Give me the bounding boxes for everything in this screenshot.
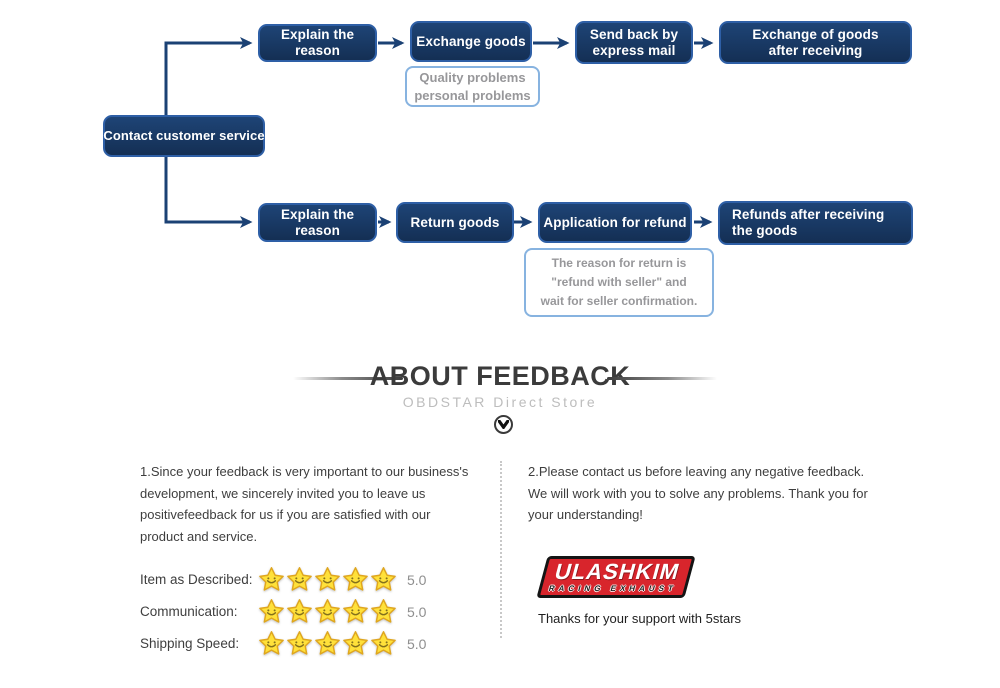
rating-row-communication: Communication: 5.0 (140, 598, 426, 625)
star-icon (259, 599, 284, 623)
flow-step-send-back: Send back by express mail (575, 21, 693, 64)
flow-step-application-for-refund: Application for refund (538, 202, 692, 243)
section-title: ABOUT FEEDBACK (369, 361, 631, 391)
flow-step-explain-reason-refund: Explain the reason (258, 203, 377, 242)
note-line: your understanding! (528, 507, 643, 522)
note-line: positivefeedback for us if you are satis… (140, 507, 431, 522)
star-icon (259, 567, 284, 591)
star-icon (287, 599, 312, 623)
note-line: wait for seller confirmation. (540, 294, 698, 308)
rating-label: Communication: (140, 604, 238, 619)
column-divider (500, 461, 502, 638)
note-line: Quality problems (419, 69, 526, 85)
store-logo: ULASHKIM RACING EXHAUST (536, 556, 696, 598)
rating-label: Item as Described: (140, 572, 253, 587)
star-rating (258, 566, 398, 593)
star-icon (343, 567, 368, 591)
store-name: OBDSTAR Direct Store (402, 394, 598, 410)
star-icon (371, 567, 396, 591)
logo-tagline: RACING EXHAUST (547, 584, 679, 593)
flow-note-refund-reason: The reason for return is "refund with se… (524, 248, 714, 317)
flow-connectors (164, 37, 714, 228)
note-line: We will work with you to solve any probl… (528, 485, 868, 501)
thanks-text: Thanks for your support with 5stars (538, 611, 742, 626)
star-rating (258, 630, 398, 657)
note-line: personal problems (414, 87, 531, 103)
rating-score: 5.0 (407, 571, 427, 588)
flow-step-exchange-goods: Exchange goods (410, 21, 532, 62)
star-icon (371, 599, 396, 623)
star-icon (343, 631, 368, 655)
flow-step-explain-reason-exchange: Explain the reason (258, 24, 377, 62)
rating-list: Item as Described: 5.0 Communication: (140, 566, 426, 662)
flow-step-return-goods: Return goods (396, 202, 514, 243)
star-rating (258, 598, 398, 625)
flow-note-exchange-reasons: Quality problems personal problems (405, 66, 540, 107)
feedback-note-left: 1.Since your feedback is very important … (140, 461, 468, 547)
star-icon (315, 567, 340, 591)
star-icon (315, 599, 340, 623)
logo-name: ULASHKIM (552, 559, 683, 584)
star-icon (315, 631, 340, 655)
star-icon (259, 631, 284, 655)
heading-rule-right (607, 377, 717, 380)
star-icon (343, 599, 368, 623)
note-line: 1.Since your feedback is very important … (140, 464, 469, 479)
chevron-down-icon (494, 415, 513, 434)
star-icon (287, 631, 312, 655)
feedback-note-right: 2.Please contact us before leaving any n… (528, 461, 868, 526)
rating-label: Shipping Speed: (140, 636, 240, 651)
note-line: development, we sincerely invited you to… (140, 485, 426, 501)
rating-row-item-as-described: Item as Described: 5.0 (140, 566, 426, 593)
heading-rule-left (293, 377, 403, 380)
rating-score: 5.0 (407, 635, 427, 652)
note-line: "refund with seller" and (551, 275, 687, 289)
flow-step-exchange-after-receiving: Exchange of goods after receiving (719, 21, 912, 64)
note-line: product and service. (140, 528, 258, 544)
note-line: The reason for return is (551, 256, 687, 270)
flow-step-refunds-after-receiving: Refunds after receiving the goods (718, 201, 913, 245)
note-line: 2.Please contact us before leaving any n… (528, 464, 865, 479)
rating-score: 5.0 (407, 603, 427, 620)
star-icon (287, 567, 312, 591)
flow-step-contact-customer-service: Contact customer service (103, 115, 265, 157)
rating-row-shipping-speed: Shipping Speed: 5.0 (140, 630, 426, 657)
star-icon (371, 631, 396, 655)
